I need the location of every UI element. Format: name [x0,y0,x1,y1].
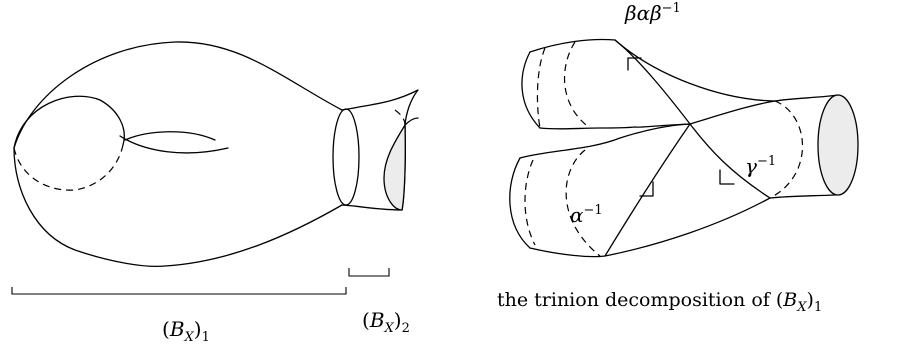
body-outline [13,41,355,268]
torus-hole-top [124,131,216,141]
cut-curve-top [614,39,691,125]
label-loop-gamma: γ−1 [745,154,776,178]
cut-curve-left [604,123,691,257]
cut-curve-right [689,123,771,199]
upper-left-tube-dashed-2 [563,41,591,129]
right-tube-bottom [769,194,836,199]
cut-curve-right-upper [689,100,776,125]
label-b1: (BX)1 [162,317,210,345]
label-loop-top: βαβ−1 [624,1,681,25]
upper-left-tube-left [521,51,541,129]
left-surface [13,41,419,268]
upper-left-tube-dashed [536,47,546,129]
upper-left-tube-top [529,38,776,102]
cut-curve-upper [634,123,691,128]
lower-left-tube-bottom [529,197,771,258]
arrow-left [639,181,654,197]
right-tube-top [774,94,839,102]
brackets [11,268,390,295]
small-piece-boundary [383,122,406,211]
label-b2: (BX)2 [362,308,410,336]
arrow-right [719,169,735,185]
torus-hole-bottom [119,135,229,154]
upper-left-tube-bottom [539,126,636,130]
right-tube-dashed [769,100,803,199]
small-piece-notch [404,117,419,126]
handle-loop-solid [13,95,125,149]
small-piece-dashed [394,109,406,126]
lower-left-tube-dashed-2 [565,149,601,257]
arrow-top [627,57,642,71]
neck-ellipse [332,108,360,206]
caption: the trinion decomposition of (BX)1 [497,289,822,315]
bracket-b2 [348,268,390,277]
bracket-b1 [11,287,347,295]
right-tube-boundary [817,94,859,196]
lower-left-tube-top [519,123,691,159]
lower-left-tube-left [509,157,531,249]
lower-left-tube-dashed [524,159,536,246]
label-loop-alpha: α−1 [570,203,603,227]
handle-loop-dashed [13,144,124,191]
right-surface [509,38,859,258]
